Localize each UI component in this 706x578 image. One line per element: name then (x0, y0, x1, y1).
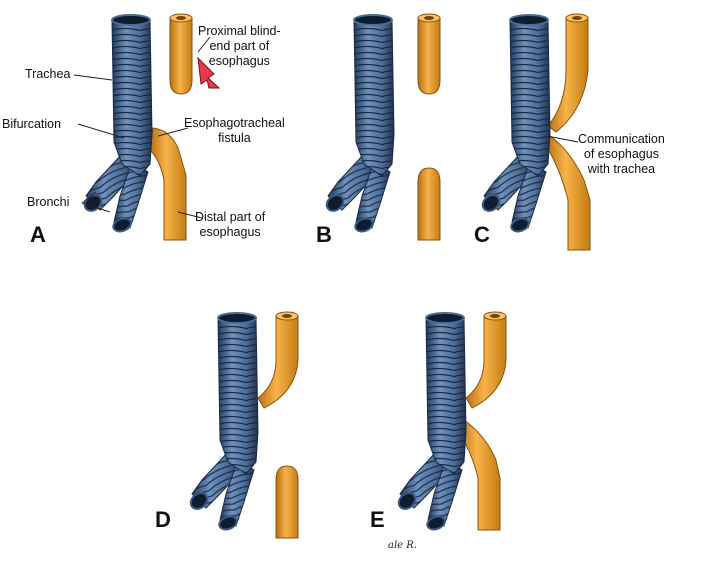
label-distal-line2: esophagus (199, 225, 261, 239)
leader-bifurcation (77, 123, 125, 139)
label-fistula-line2: fistula (218, 131, 251, 145)
panel-letter-e: E (370, 507, 385, 532)
leader-proximal (197, 36, 211, 53)
panel-b-artwork (322, 13, 441, 241)
label-communication-line3: with trachea (587, 162, 656, 176)
label-proximal-blind-end: Proximal blind- end part of esophagus (198, 24, 281, 69)
panel-letter-b: B (316, 222, 332, 247)
panel-letter-c: C (474, 222, 490, 247)
leader-bronchi-2 (81, 202, 111, 213)
label-proximal-line3: esophagus (208, 54, 270, 68)
label-proximal-line2: end part of (209, 39, 270, 53)
leader-bronchi-1 (81, 191, 97, 204)
panel-a-artwork (80, 13, 221, 241)
label-esophagotracheal-fistula: Esophagotracheal fistula (184, 116, 285, 146)
leader-trachea (73, 74, 113, 81)
panel-letter-d: D (155, 507, 171, 532)
panel-d-artwork (186, 311, 299, 539)
label-distal-part: Distal part of esophagus (195, 210, 265, 240)
panel-c-artwork (478, 13, 591, 251)
panel-letter-a: A (30, 222, 46, 247)
artist-signature: ale R. (388, 540, 417, 551)
label-communication-line1: Communication (578, 132, 665, 146)
leader-fistula (157, 127, 189, 137)
leader-communication (546, 135, 579, 143)
label-trachea: Trachea (25, 67, 71, 81)
label-distal-line1: Distal part of (195, 210, 266, 224)
label-bronchi: Bronchi (27, 195, 70, 209)
leader-distal (177, 211, 203, 219)
label-communication: Communication of esophagus with trachea (578, 132, 665, 177)
panel-e-artwork (394, 311, 507, 533)
leader-lines (73, 36, 579, 219)
label-bifurcation: Bifurcation (2, 117, 62, 131)
label-fistula-line1: Esophagotracheal (184, 116, 285, 130)
label-communication-line2: of esophagus (583, 147, 659, 161)
label-proximal-line1: Proximal blind- (198, 24, 281, 38)
